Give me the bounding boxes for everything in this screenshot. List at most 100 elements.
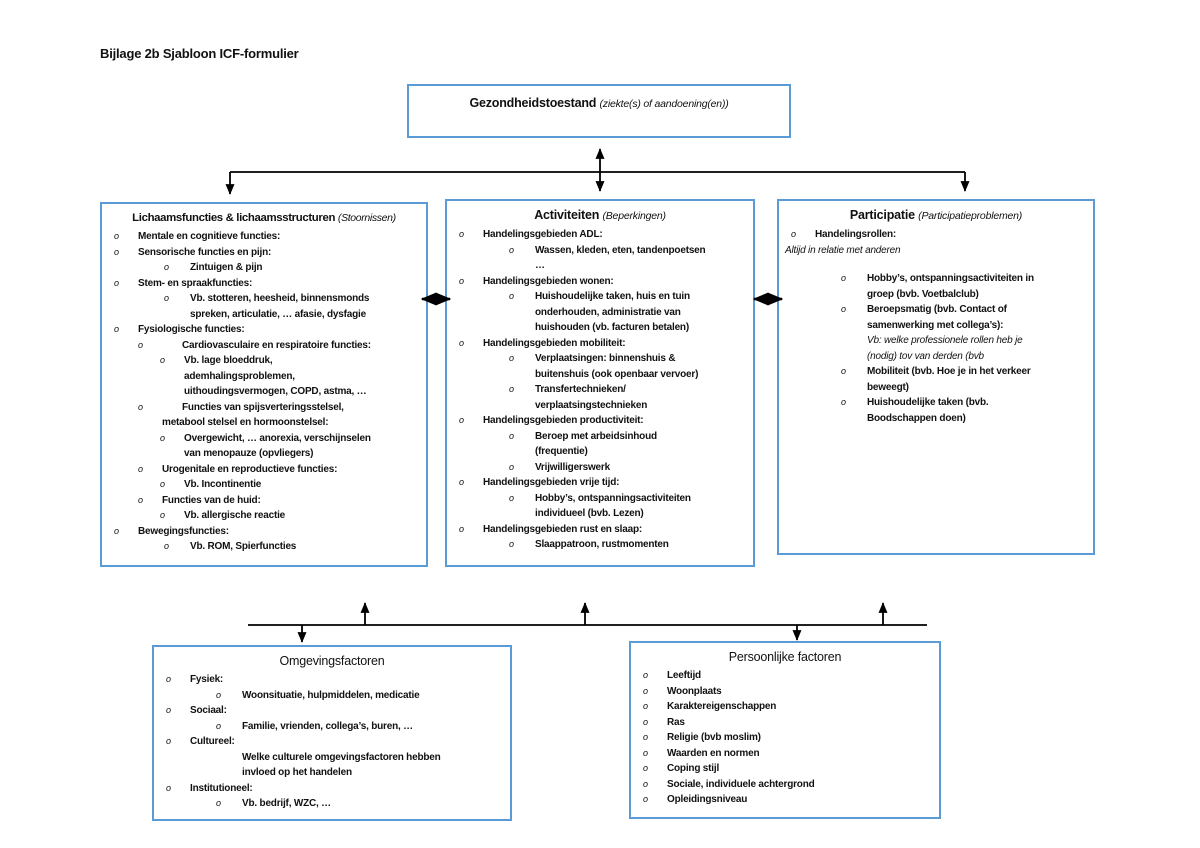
item-text: Vb. allergische reactie [184, 510, 286, 521]
list-item: o Overgewicht, … anorexia, verschijnselen… [102, 431, 426, 462]
bullet-marker: o [160, 355, 165, 365]
item-text: Handelingsgebieden ADL: [483, 229, 603, 240]
bullet-marker: o [509, 384, 514, 394]
bullet-marker: o [114, 246, 119, 257]
bullet-marker: o [114, 277, 119, 288]
list-item: o Fysiologische functies: [102, 322, 426, 338]
item-text: Vb. bedrijf, WZC, … [242, 798, 331, 809]
bullet-marker: o [138, 401, 143, 412]
box-title-text: Activiteiten [534, 208, 600, 222]
item-text: Vb. stotteren, heesheid, binnensmonds sp… [190, 293, 370, 320]
box-title-text: Persoonlijke factoren [728, 650, 842, 664]
bullet-marker: o [643, 763, 648, 773]
bullet-marker: o [166, 736, 171, 746]
item-text: Mobiliteit (bvb. Hoe je in het verkeer b… [867, 366, 1031, 393]
item-text: Stem- en spraakfuncties: [138, 277, 253, 289]
item-text: Urogenitale en reproductieve functies: [162, 463, 338, 475]
box-title-text: Lichaamsfuncties & lichaamsstructuren [132, 212, 336, 224]
bullet-marker: o [114, 525, 119, 536]
bullet-marker: o [643, 732, 648, 742]
box-subtitle-text: (ziekte(s) of aandoening(en)) [599, 98, 729, 110]
bullet-marker: o [114, 324, 119, 334]
bullet-marker: o [509, 291, 514, 301]
bullet-marker: o [459, 337, 464, 348]
item-text: Waarden en normen [667, 747, 760, 759]
box-title-omgevingsfactoren: Omgevingsfactoren [158, 653, 506, 669]
bullet-marker: o [509, 244, 514, 255]
item-text: Beroep met arbeidsinhoud (frequentie) [535, 430, 657, 458]
item-text: metabool stelsel en hormoonstelsel: [162, 417, 329, 428]
list-item: o Handelingsgebieden ADL: [447, 227, 753, 243]
bullet-marker: o [459, 477, 464, 487]
item-text: Slaappatroon, rustmomenten [535, 539, 669, 550]
box-title-text: Omgevingsfactoren [279, 654, 385, 668]
item-text: Religie (bvb moslim) [667, 732, 761, 743]
bullet-marker: o [216, 689, 221, 700]
item-text: Handelingsgebieden mobiliteit: [483, 337, 626, 349]
item-text: Institutioneel: [190, 782, 253, 794]
bullet-marker: o [643, 685, 648, 696]
item-text: Ras [667, 716, 685, 728]
bullet-marker: o [114, 231, 119, 241]
item-text: Zintuigen & pijn [190, 262, 263, 273]
bullet-marker: o [459, 229, 464, 239]
bullet-marker: o [138, 463, 143, 474]
item-text: Beroepsmatig (bvb. Contact of samenwerki… [867, 304, 1007, 331]
bullet-marker: o [160, 432, 165, 443]
item-text: Huishoudelijke taken (bvb. Boodschappen … [867, 397, 989, 424]
bullet-marker: o [216, 720, 221, 731]
box-lichaamsfuncties: Lichaamsfuncties & lichaamsstructuren (S… [100, 202, 428, 567]
item-text: Handelingsgebieden vrije tijd: [483, 477, 620, 488]
box-subtitle-text: (Stoornissen) [337, 212, 396, 224]
list-item: o Ras [631, 715, 939, 731]
bullet-marker: o [509, 430, 514, 441]
box-title-persoonlijke-factoren: Persoonlijke factoren [635, 649, 935, 665]
bullet-marker: o [841, 397, 846, 407]
item-text: Sociaal: [190, 705, 227, 716]
list-item: o Stem- en spraakfuncties: [102, 276, 426, 292]
page-title: Bijlage 2b Sjabloon ICF-formulier [100, 46, 299, 61]
box-title-text: Gezondheidstoestand [469, 96, 597, 110]
item-text: Vb. ROM, Spierfuncties [190, 541, 297, 552]
item-text: Fysiologische functies: [138, 324, 245, 335]
box-subtitle-text: (Participatieproblemen) [918, 210, 1023, 222]
item-text: Handelingsgebieden wonen: [483, 275, 614, 287]
item-text: Leeftijd [667, 670, 701, 681]
bullet-marker: o [138, 494, 143, 505]
item-text: Welke culturele omgevingsfactoren hebben… [242, 751, 441, 779]
item-text: Familie, vrienden, collega’s, buren, … [242, 720, 413, 732]
item-text: Coping stijl [667, 763, 720, 774]
bullet-marker: o [643, 716, 648, 727]
item-text: Overgewicht, … anorexia, verschijnselen … [184, 432, 371, 460]
item-text: Vb. lage bloeddruk, ademhalingsproblemen… [184, 355, 367, 397]
bullet-marker: o [216, 798, 221, 808]
bullet-marker: o [509, 353, 514, 363]
bullet-marker: o [164, 262, 169, 272]
